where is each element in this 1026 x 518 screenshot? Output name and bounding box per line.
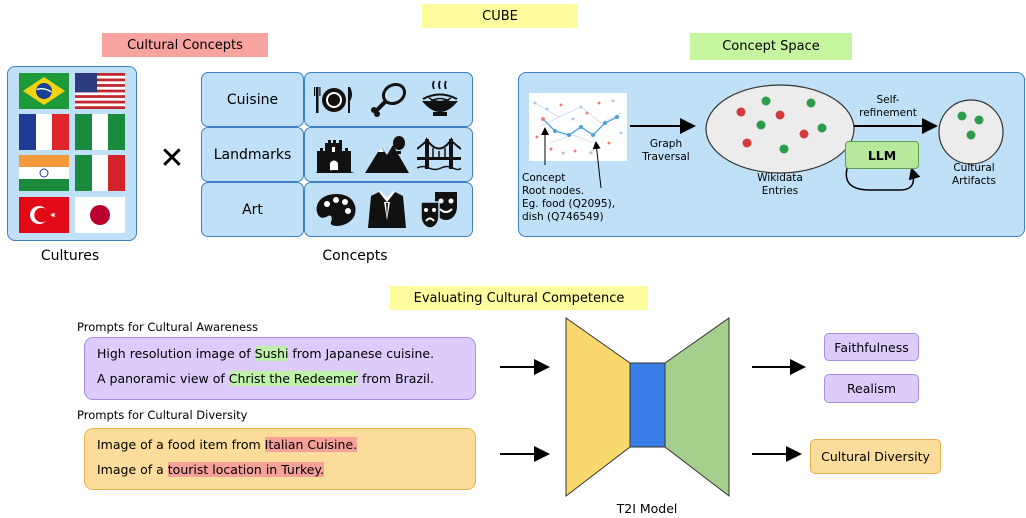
root-nodes-line-4: dish (Q746549)	[522, 211, 604, 223]
root-nodes-line-3: Eg. food (Q2095),	[522, 198, 616, 210]
theater-masks-icon	[420, 192, 457, 229]
t2i-model-diagram	[500, 317, 806, 498]
suit-icon	[368, 191, 406, 228]
llm-label: LLM	[867, 147, 897, 163]
awareness-prompt-box: High resolution image of Sushi from Japa…	[84, 337, 476, 400]
concept-row-cuisine-icons	[304, 72, 473, 127]
palette-icon	[316, 194, 356, 226]
nigeria-flag-icon	[75, 114, 125, 150]
concept-row-art: Art	[201, 182, 304, 237]
cross-symbol: ✕	[159, 140, 185, 176]
drumstick-icon	[371, 82, 407, 117]
diversity-heading: Prompts for Cultural Diversity	[77, 408, 248, 422]
plate-cutlery-icon	[314, 87, 352, 113]
cube-title: CUBE	[422, 4, 578, 28]
brazil-flag-icon	[19, 73, 69, 109]
root-nodes-line-2: Root nodes.	[522, 185, 585, 197]
root-nodes-line-1: Concept	[522, 172, 566, 184]
awareness-heading: Prompts for Cultural Awareness	[77, 320, 259, 334]
cultural-artifacts-text: Cultural Artifacts	[951, 162, 997, 187]
t2i-model-label: T2I Model	[616, 500, 678, 516]
wikidata-entries-ellipse	[705, 84, 855, 174]
wikidata-entries-text: Wikidata Entries	[757, 172, 803, 197]
india-flag-icon	[19, 155, 69, 191]
root-nodes-text: Concept Root nodes. Eg. food (Q2095), di…	[522, 172, 632, 224]
turkey-flag-icon	[19, 197, 69, 233]
bridge-icon	[417, 136, 461, 171]
bottleneck-block	[629, 362, 666, 448]
graph-traversal-text: Graph Traversal	[642, 138, 690, 163]
concept-label-cuisine: Cuisine	[226, 91, 279, 108]
cultures-label: Cultures	[40, 248, 100, 264]
concepts-label: Concepts	[322, 248, 388, 264]
awareness-line-2: A panoramic view of Christ the Redeemer …	[97, 371, 434, 386]
concept-row-landmarks-icons	[304, 127, 473, 182]
diversity-line-2: Image of a tourist location in Turkey.	[97, 462, 325, 477]
evaluating-tag: Evaluating Cultural Competence	[390, 286, 648, 310]
concept-row-cuisine: Cuisine	[201, 72, 304, 127]
concept-label-art: Art	[242, 201, 263, 218]
castle-icon	[315, 140, 355, 173]
concept-space-arrows	[541, 118, 938, 191]
cultural-artifacts-circle	[938, 99, 1004, 165]
concept-row-art-icons	[304, 182, 473, 237]
noodle-bowl-icon	[422, 80, 458, 116]
japan-flag-icon	[75, 197, 125, 233]
mountain-balloon-icon	[365, 136, 409, 173]
faithfulness-box: Faithfulness	[824, 333, 919, 361]
italy-flag-icon	[75, 155, 125, 191]
france-flag-icon	[19, 114, 69, 150]
llm-box: LLM	[845, 141, 919, 169]
highlight-tourist-turkey: tourist location in Turkey.	[167, 462, 325, 477]
concept-space-tag: Concept Space	[690, 33, 852, 60]
realism-box: Realism	[824, 374, 919, 403]
encoder-block	[565, 317, 631, 498]
awareness-line-1: High resolution image of Sushi from Japa…	[97, 346, 435, 361]
diversity-prompt-box: Image of a food item from Italian Cuisin…	[84, 428, 476, 490]
highlight-italian-cuisine: Italian Cuisine.	[264, 437, 358, 452]
diversity-line-1: Image of a food item from Italian Cuisin…	[97, 437, 358, 452]
highlight-christ-redeemer: Christ the Redeemer	[228, 371, 359, 386]
concept-row-landmarks: Landmarks	[201, 127, 304, 182]
cultural-diversity-box: Cultural Diversity	[810, 439, 941, 474]
concept-label-landmarks: Landmarks	[213, 146, 292, 163]
cultures-panel	[7, 66, 137, 241]
cultural-concepts-tag: Cultural Concepts	[102, 33, 268, 57]
decoder-block	[664, 317, 730, 498]
usa-flag-icon	[75, 73, 125, 109]
highlight-sushi: Sushi	[254, 346, 289, 361]
self-refinement-text: Self- refinement	[859, 94, 917, 119]
